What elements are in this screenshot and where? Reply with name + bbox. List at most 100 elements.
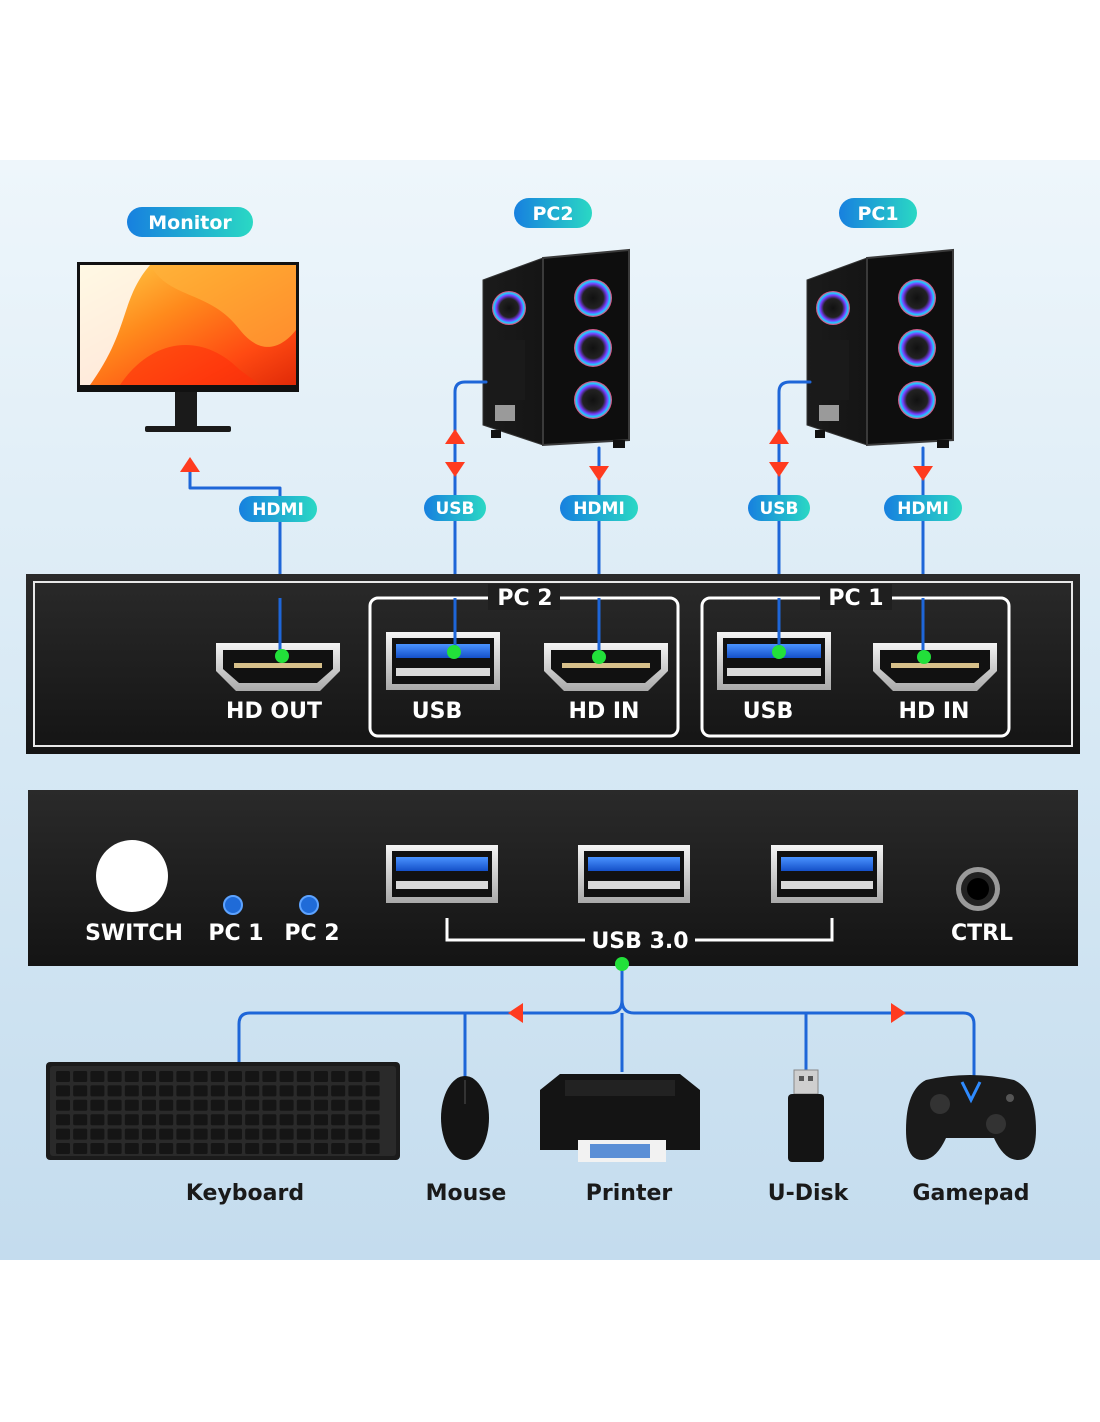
keyboard-key [193,1143,208,1154]
cable-label-monitor-hdmi: HDMI [252,500,304,520]
group-label-pc2: PC 2 [497,586,552,611]
keyboard-key [176,1099,191,1111]
keyboard-key [193,1128,208,1140]
keyboard-key [56,1085,70,1097]
keyboard-key [142,1128,156,1140]
keyboard-key [142,1071,156,1082]
keyboard-key [210,1085,225,1097]
pc2-usb-cable [453,380,488,654]
keyboard-key [296,1085,311,1097]
pc1-usb-port [717,632,831,690]
connector-dots-rear [275,645,931,664]
pc2-hd-in-label: HD IN [569,699,640,724]
keyboard-keys [56,1071,380,1154]
keyboard-key [56,1143,70,1154]
rear-panel: PC 2 PC 1 HD OUT USB HD IN [26,574,1080,754]
top-cables [188,380,925,658]
keyboard-label: Keyboard [186,1181,304,1206]
keyboard-key [245,1114,260,1126]
keyboard-key [262,1114,277,1126]
keyboard-key [245,1128,260,1140]
keyboard-key [228,1128,242,1140]
keyboard-key [124,1128,139,1140]
led-pc1-icon [223,895,243,915]
keyboard-key [124,1099,139,1111]
keyboard-key [176,1143,191,1154]
pc1-usb-label: USB [743,699,793,724]
keyboard-key [228,1099,242,1111]
pc2-case-icon [482,248,630,448]
keyboard-key [193,1071,208,1082]
keyboard-key [348,1143,363,1154]
cable-label-pc2-usb: USB [435,499,474,519]
keyboard-key [262,1071,277,1082]
printer-label: Printer [586,1181,673,1206]
keyboard-key [124,1085,139,1097]
keyboard-key [314,1128,328,1140]
switch-button [96,840,168,912]
usb-group-label: USB 3.0 [591,929,688,954]
cable-pill-pc1-hdmi: HDMI [884,495,962,521]
pc2-usb-label: USB [412,699,462,724]
keyboard-key [90,1143,105,1154]
cable-label-pc2-hdmi: HDMI [573,499,625,519]
keyboard-key [296,1143,311,1154]
keyboard-key [245,1085,260,1097]
pc1-usb-cable [777,380,812,654]
switch-label: SWITCH [85,921,183,946]
cable-label-pc1-usb: USB [759,499,798,519]
keyboard-key [245,1143,260,1154]
keyboard-icon [46,1062,400,1160]
pc2-usb-port [386,632,500,690]
keyboard-key [348,1085,363,1097]
keyboard-key [279,1071,294,1082]
keyboard-key [176,1085,191,1097]
keyboard-key [348,1114,363,1126]
keyboard-key [107,1143,122,1154]
hdmi-out-port [216,643,340,691]
keyboard-key [228,1143,242,1154]
keyboard-key [262,1143,277,1154]
keyboard-key [296,1099,311,1111]
keyboard-key [210,1143,225,1154]
pc2-pill: PC2 [514,198,592,228]
keyboard-key [365,1114,380,1126]
udisk-label: U-Disk [768,1181,850,1206]
bottom-cables [237,965,976,1078]
led-pc1-label: PC 1 [208,921,263,946]
keyboard-key [279,1114,294,1126]
keyboard-key [279,1099,294,1111]
keyboard-key [56,1128,70,1140]
keyboard-key [90,1085,105,1097]
keyboard-key [365,1143,380,1154]
keyboard-key [210,1128,225,1140]
gamepad-icon [906,1075,1036,1160]
pc1-case-icon [806,248,954,448]
keyboard-key [210,1071,225,1082]
keyboard-key [279,1143,294,1154]
keyboard-key [124,1114,139,1126]
keyboard-key [314,1085,328,1097]
keyboard-key [107,1114,122,1126]
group-label-pc1: PC 1 [828,586,883,611]
ctrl-label: CTRL [951,921,1013,946]
keyboard-key [90,1114,105,1126]
usb-group-bracket [445,918,834,942]
keyboard-key [331,1071,346,1082]
led-pc2-label: PC 2 [284,921,339,946]
keyboard-key [331,1085,346,1097]
keyboard-key [159,1071,174,1082]
keyboard-key [365,1128,380,1140]
keyboard-key [331,1128,346,1140]
pc1-hdmi-in-port [873,643,997,691]
keyboard-key [262,1099,277,1111]
keyboard-key [107,1099,122,1111]
ctrl-jack-icon [956,867,1000,911]
keyboard-key [107,1085,122,1097]
keyboard-key [279,1085,294,1097]
keyboard-key [159,1099,174,1111]
connector-dot-front [615,957,629,971]
keyboard-key [348,1099,363,1111]
keyboard-key [159,1114,174,1126]
keyboard-key [314,1099,328,1111]
